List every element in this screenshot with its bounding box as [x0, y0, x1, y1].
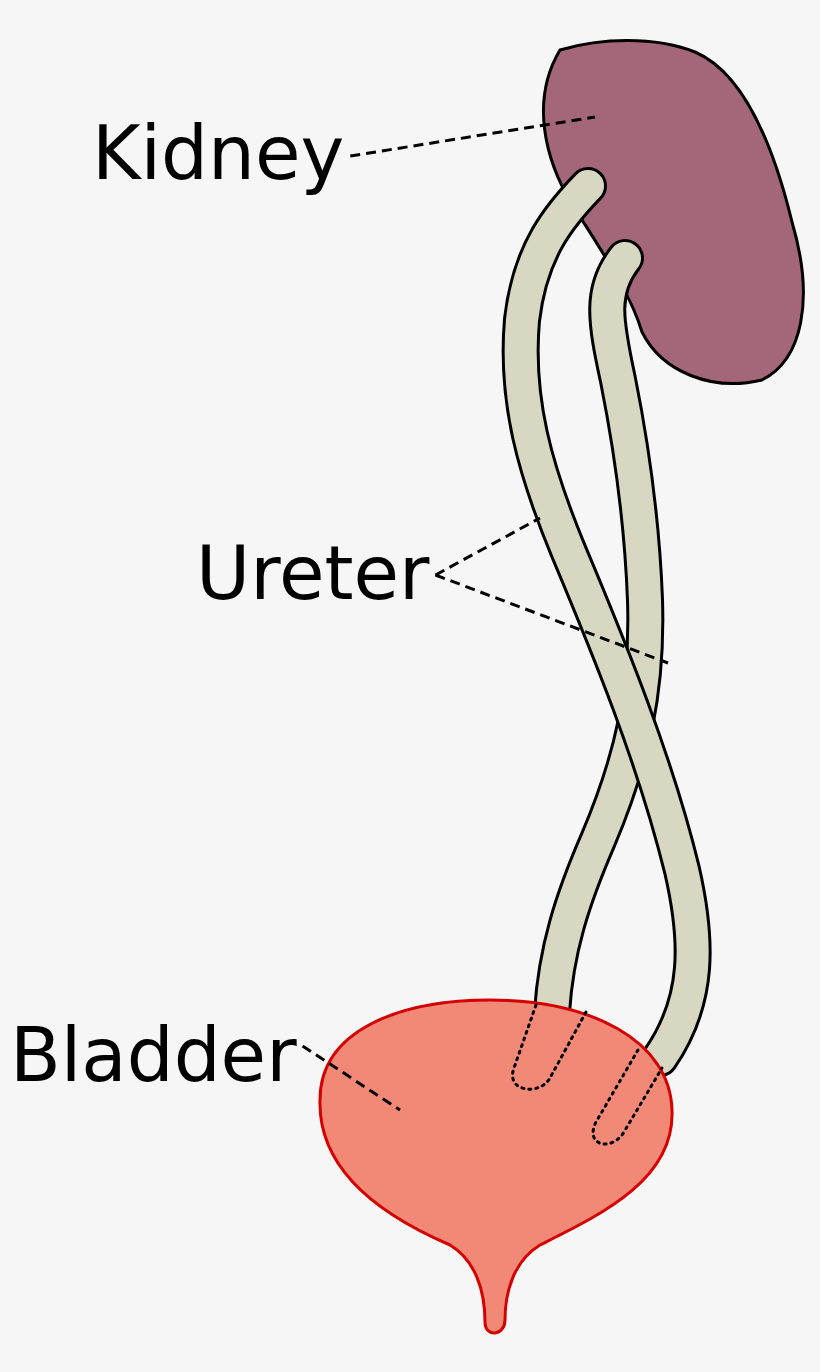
ureter-tube: [521, 186, 693, 1058]
part-label: Kidney: [92, 116, 344, 190]
leader-line: [435, 575, 668, 663]
leader-line: [303, 1046, 400, 1110]
bladder-shape: [320, 1000, 672, 1333]
ureter-hidden-end: [513, 1005, 586, 1089]
part-label: Bladder: [10, 1018, 297, 1092]
part-label: Ureter: [196, 536, 429, 610]
ureter-tube-outline: [521, 186, 693, 1058]
ureter-hidden-end: [593, 1050, 662, 1144]
leader-line: [350, 117, 595, 156]
leader-line: [435, 518, 540, 575]
